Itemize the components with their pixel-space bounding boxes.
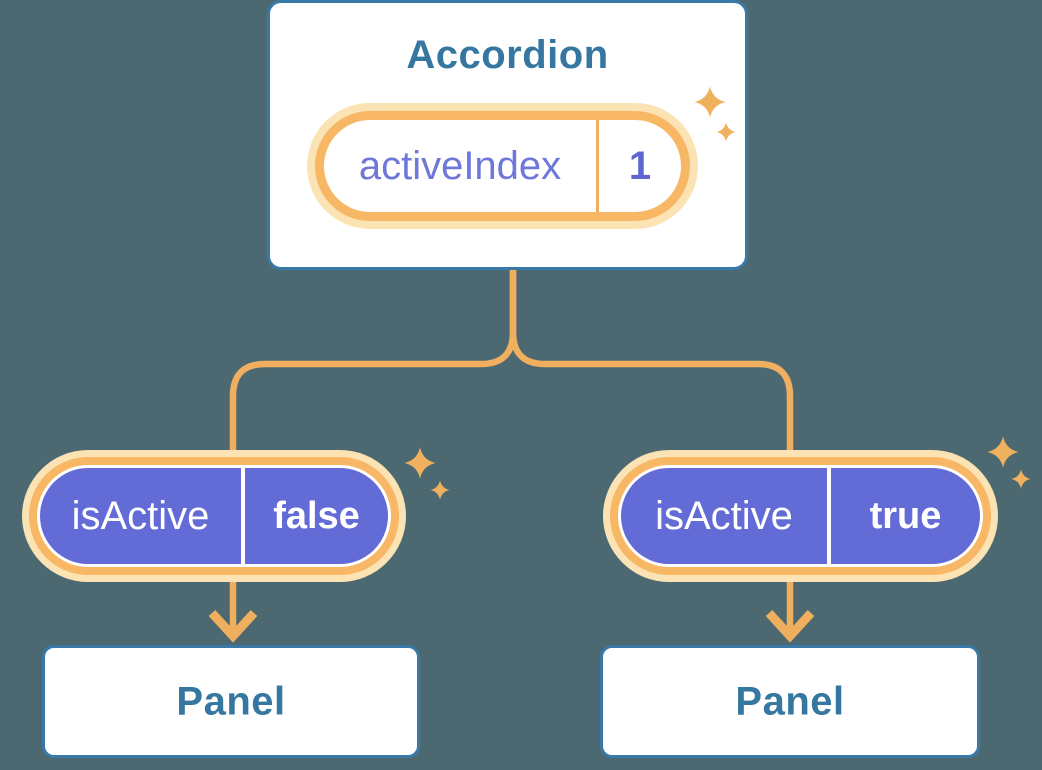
isactive-pill-left-value: false (273, 494, 360, 537)
panel-card-right: Panel (600, 645, 980, 758)
connector-right (509, 266, 794, 636)
isactive-pill-right: isActive true (603, 450, 998, 582)
sparkle-icon-small (1011, 469, 1031, 489)
isactive-pill-left-divider (241, 468, 245, 564)
isactive-pill-right-key: isActive (655, 493, 793, 538)
sparkle-icon-small (430, 480, 450, 500)
isactive-pill-left-fill: isActive false (40, 468, 388, 564)
arrow-down-left-icon (208, 609, 258, 643)
state-pill-divider (596, 120, 599, 212)
sparkle-icon-large (694, 86, 726, 118)
state-pill-key: activeIndex (358, 143, 562, 188)
isactive-pill-left-key: isActive (71, 493, 210, 538)
state-pill-ring: activeIndex 1 (315, 111, 690, 221)
isactive-pill-left: isActive false (22, 450, 406, 582)
isactive-pill-right-ring: isActive true (610, 457, 991, 575)
panel-card-left: Panel (42, 645, 420, 758)
sparkle-icon-large (404, 447, 436, 479)
sparkle-icon-small (716, 122, 736, 142)
panel-left-label: Panel (176, 679, 286, 723)
state-pill-activeindex: activeIndex 1 (307, 103, 698, 229)
accordion-card-title: Accordion (406, 33, 609, 77)
state-pill-value: 1 (628, 143, 652, 188)
isactive-pill-right-fill: isActive true (621, 468, 980, 564)
accordion-card: Accordion activeIndex 1 (267, 0, 748, 270)
isactive-pill-right-value: true (869, 494, 942, 537)
sparkle-icon-large (987, 436, 1019, 468)
arrow-down-right-icon (765, 609, 815, 643)
isactive-pill-right-divider (827, 468, 831, 564)
panel-right-label: Panel (735, 679, 845, 723)
isactive-pill-left-ring: isActive false (29, 457, 399, 575)
